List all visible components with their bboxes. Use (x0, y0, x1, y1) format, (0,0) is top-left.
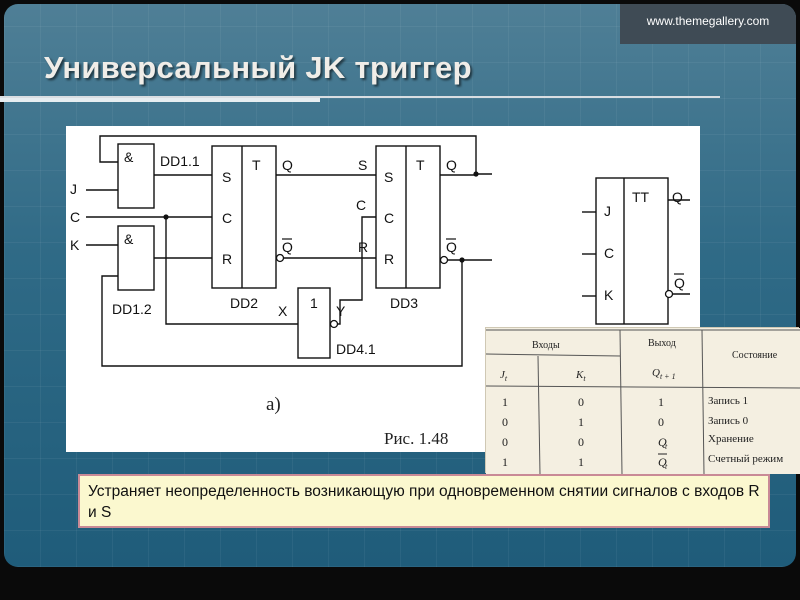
input-j-label: J (70, 181, 77, 197)
inversion-bubbles (275, 253, 449, 329)
slide-title: Универсальный JK триггер (44, 50, 472, 85)
svg-text:Запись 0: Запись 0 (708, 415, 749, 427)
svg-text:0: 0 (578, 395, 584, 409)
svg-text:Q: Q (658, 435, 667, 449)
jk-pin-j: J (604, 203, 611, 219)
dd3-qbar-label: Q (446, 239, 457, 255)
dd2-label: DD2 (230, 295, 258, 311)
title-divider-accent (0, 98, 320, 102)
dd1-2-label: DD1.2 (112, 301, 152, 317)
table-row: 0 0 Q t Хранение (502, 433, 754, 451)
jk-qbar-label: Q (674, 275, 685, 291)
jk-q-label: Q (672, 189, 683, 205)
dd3-r-input-label: R (358, 239, 368, 255)
dd1-1-label: DD1.1 (160, 153, 200, 169)
dd4-1-label: DD4.1 (336, 341, 376, 357)
and-symbol-2: & (124, 231, 134, 247)
dd3-c-input-label: C (356, 197, 366, 213)
dd3-pin-c: C (384, 210, 394, 226)
dd3-pin-t: T (416, 157, 425, 173)
table-row: 0 1 0 Запись 0 (502, 415, 749, 429)
header-band (620, 4, 796, 44)
dd2-qbar-label: Q (282, 239, 293, 255)
jk-trigger-schematic: J C K & & DD1.1 DD1.2 S C R T Q Q DD2 S … (70, 135, 690, 448)
jk-qbar-bubble (664, 289, 674, 299)
table-row: 1 0 1 Запись 1 (502, 395, 748, 409)
svg-text:1: 1 (502, 455, 508, 469)
dd3-pin-s: S (384, 169, 393, 185)
figure-caption: Рис. 1.48 (384, 429, 448, 448)
svg-text:t: t (665, 462, 668, 471)
dd2-pin-c: C (222, 210, 232, 226)
svg-text:0: 0 (578, 435, 584, 449)
and-symbol-1: & (124, 149, 134, 165)
not-symbol: 1 (310, 295, 318, 311)
svg-text:t: t (665, 442, 668, 451)
dd2-pin-s: S (222, 169, 231, 185)
state-table-grid: Входы Выход Состояние Jt Kt Qt + 1 1 0 1… (486, 329, 800, 474)
svg-text:1: 1 (658, 395, 664, 409)
circuit-junctions (163, 171, 479, 263)
state-table: Входы Выход Состояние Jt Kt Qt + 1 1 0 1… (486, 328, 800, 474)
and-gate-dd1-1 (117, 143, 155, 209)
jk-pin-c: C (604, 245, 614, 261)
note-box: Устраняет неопределенность возникающую п… (78, 474, 770, 528)
svg-text:0: 0 (502, 435, 508, 449)
col-k: Kt (575, 369, 586, 383)
part-a-label: а) (266, 394, 281, 415)
dd2-q-label: Q (282, 157, 293, 173)
dd3-s-input-label: S (358, 157, 367, 173)
jk-symbol (582, 177, 690, 325)
col-q: Qt + 1 (652, 367, 676, 381)
svg-text:Запись 1: Запись 1 (708, 395, 748, 407)
col-j: Jt (500, 369, 508, 383)
svg-text:1: 1 (578, 455, 584, 469)
svg-text:1: 1 (578, 415, 584, 429)
dd3-label: DD3 (390, 295, 418, 311)
dd3-q-label: Q (446, 157, 457, 173)
header-output: Выход (648, 338, 676, 349)
svg-text:Хранение: Хранение (708, 433, 754, 445)
svg-text:Q: Q (658, 455, 667, 469)
table-row: 1 1 Q t Счетный режим (502, 453, 783, 471)
jk-pin-k: K (604, 287, 614, 303)
svg-text:1: 1 (502, 395, 508, 409)
dd2-pin-r: R (222, 251, 232, 267)
header-state: Состояние (732, 350, 778, 361)
header-inputs: Входы (532, 340, 560, 351)
input-c-label: C (70, 209, 80, 225)
dd3-pin-r: R (384, 251, 394, 267)
website-url[interactable]: www.themegallery.com (646, 14, 770, 28)
jk-tt-label: TT (632, 189, 650, 205)
svg-text:0: 0 (502, 415, 508, 429)
input-k-label: K (70, 237, 80, 253)
svg-text:Счетный режим: Счетный режим (708, 453, 783, 465)
dd4-pin-y: Y (336, 303, 346, 319)
note-text: Устраняет неопределенность возникающую п… (88, 483, 760, 521)
svg-text:0: 0 (658, 415, 664, 429)
dd4-pin-x: X (278, 303, 288, 319)
title-divider (0, 96, 720, 98)
circuit-wires (86, 135, 492, 367)
dd2-pin-t: T (252, 157, 261, 173)
